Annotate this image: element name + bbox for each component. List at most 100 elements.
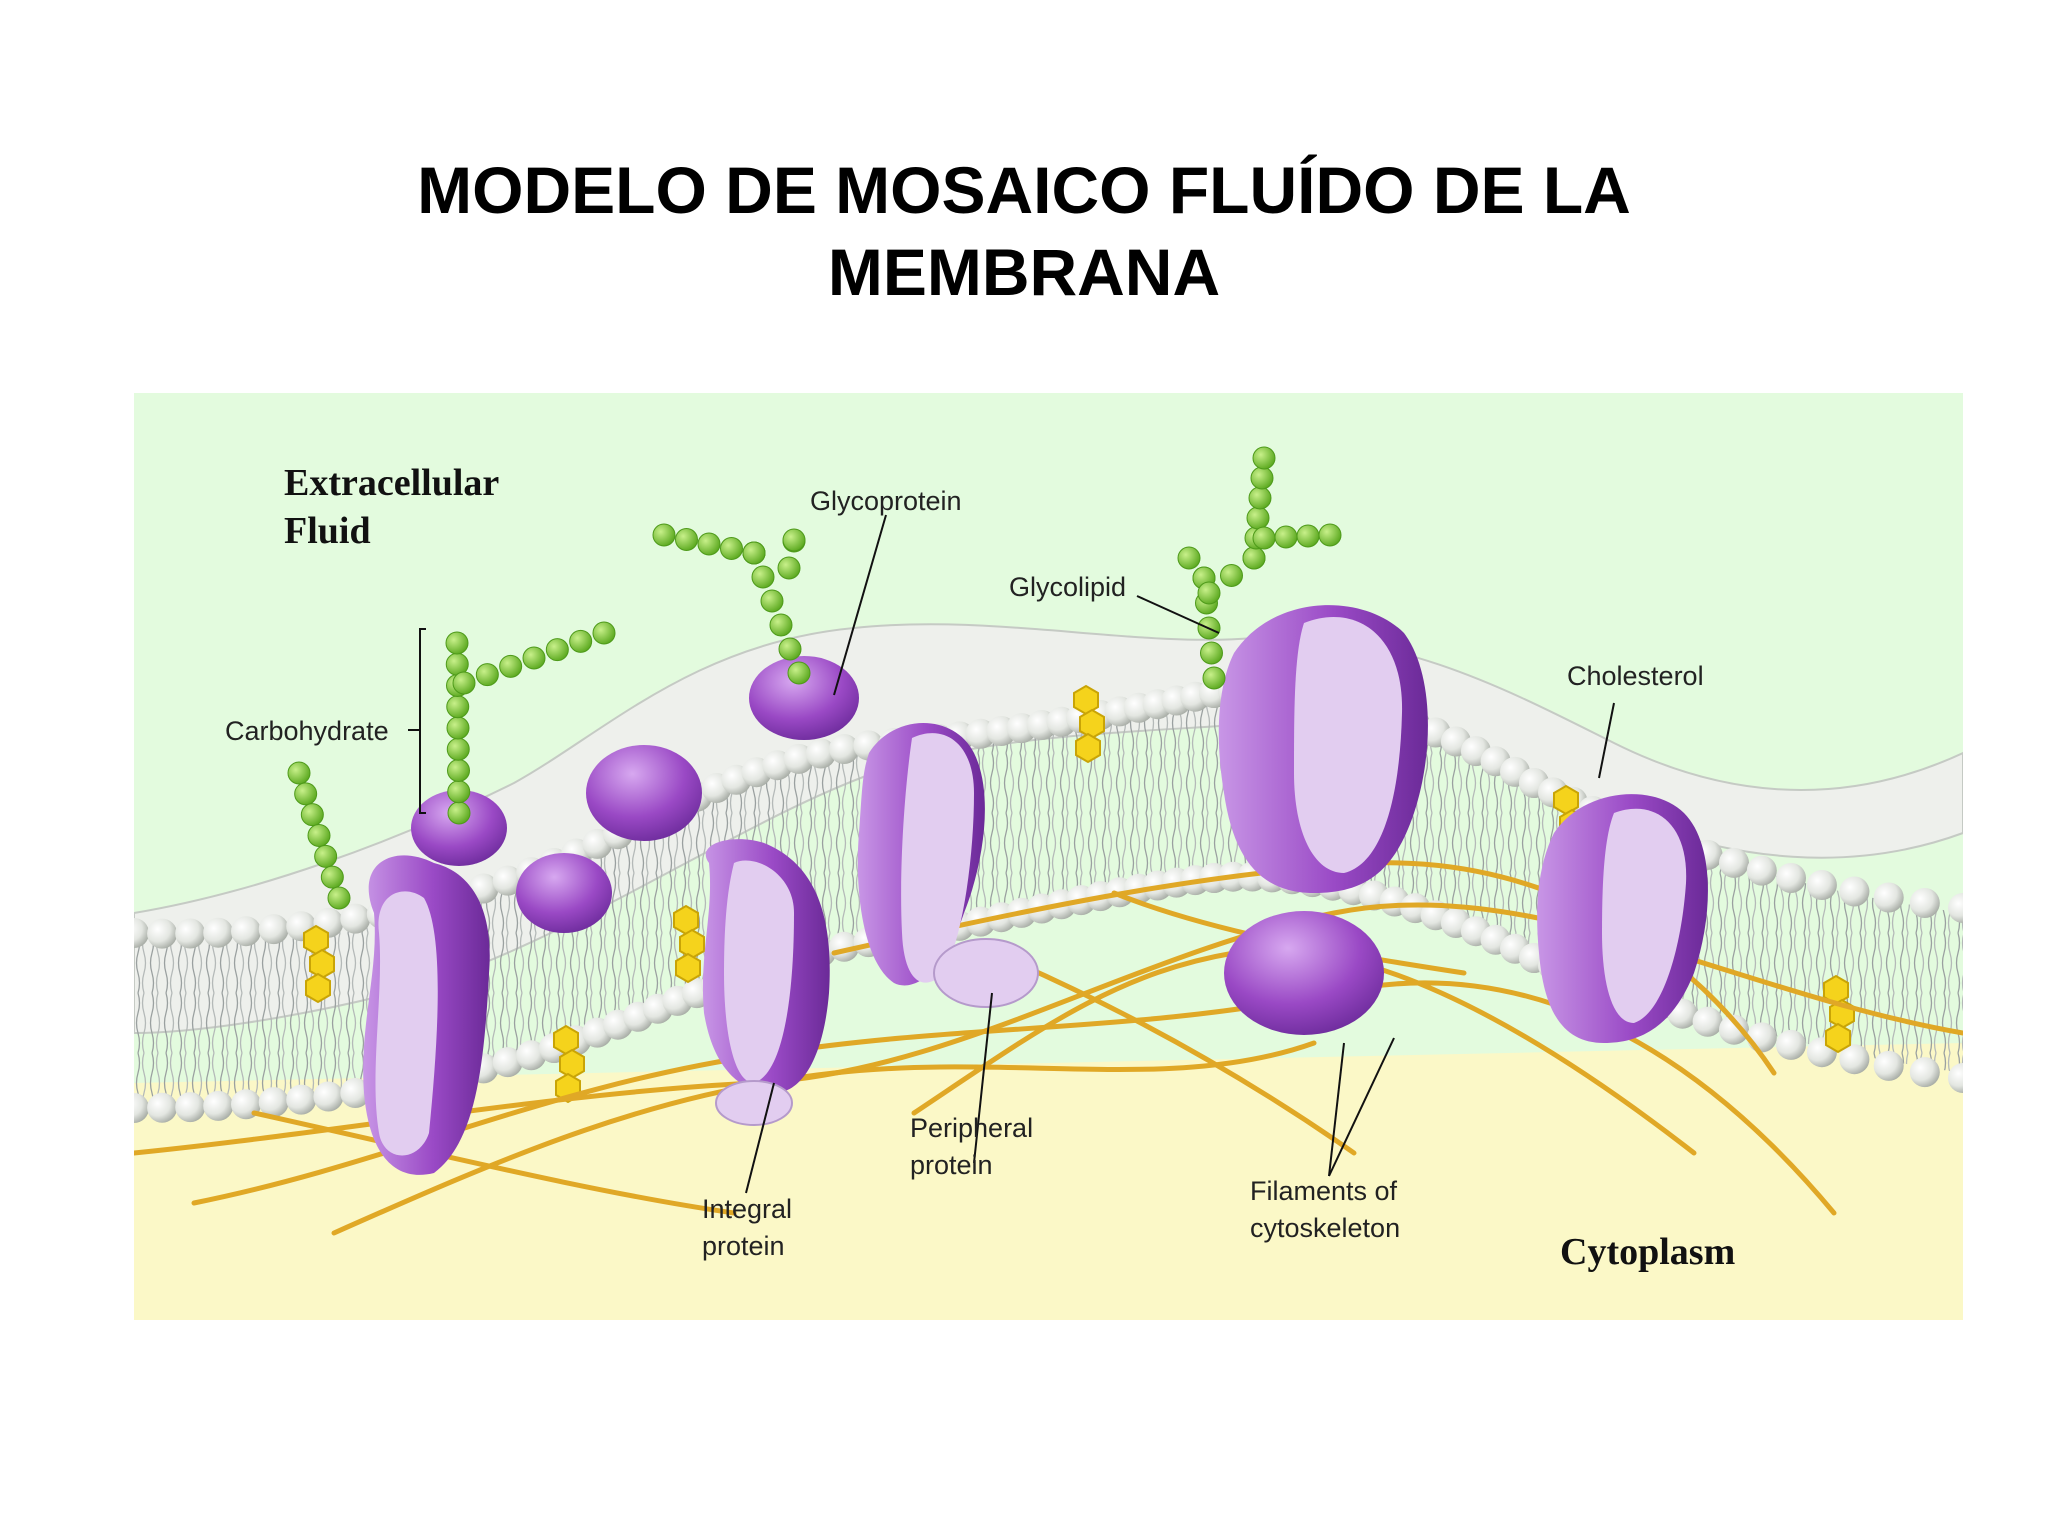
lipid-head xyxy=(175,918,206,949)
protein-dome xyxy=(411,790,507,866)
cytoplasm-label: Cytoplasm xyxy=(1560,1231,1735,1273)
filaments-label-2: cytoskeleton xyxy=(1250,1213,1400,1243)
lipid-head xyxy=(829,734,860,764)
lipid-head xyxy=(147,918,178,949)
carbohydrate-label: Carbohydrate xyxy=(225,716,389,746)
lipid-head xyxy=(203,917,234,948)
lipid-head xyxy=(313,1081,344,1112)
sugar-unit xyxy=(1220,564,1243,587)
sugar-unit xyxy=(760,589,784,613)
lipid-head xyxy=(1746,1022,1777,1053)
extracellular-fluid-label: Extracellular xyxy=(284,462,499,504)
sugar-unit xyxy=(452,671,476,695)
lipid-head xyxy=(175,1092,206,1123)
sugar-unit xyxy=(1252,446,1276,470)
integral-protein-label-2: protein xyxy=(702,1231,785,1261)
integral-protein xyxy=(1537,794,1708,1043)
sugar-unit xyxy=(742,541,766,565)
lipid-head xyxy=(286,1084,317,1115)
cholesterol-molecule xyxy=(673,904,705,984)
sugar-unit xyxy=(1248,486,1272,510)
sugar-unit xyxy=(777,556,801,580)
glycoprotein-dome xyxy=(749,656,859,740)
sugar-unit xyxy=(1252,526,1276,550)
lipid-head xyxy=(231,916,261,947)
proteins xyxy=(363,605,1708,1175)
lipid-head xyxy=(340,903,371,934)
peripheral-protein-label-2: protein xyxy=(910,1150,993,1180)
cholesterol-label: Cholesterol xyxy=(1567,661,1704,691)
cholesterol-molecule xyxy=(1073,684,1105,764)
membrane-diagram: Extracellular Fluid Glycoprotein Glycoli… xyxy=(134,393,1963,1320)
sugar-unit xyxy=(445,631,469,655)
peripheral-protein xyxy=(933,938,1039,1008)
integral-protein xyxy=(363,855,490,1175)
lipid-head xyxy=(492,1047,523,1078)
lipid-head xyxy=(516,1040,547,1071)
sugar-unit xyxy=(1242,546,1266,570)
integral-protein-large xyxy=(1218,605,1428,1035)
lipid-head xyxy=(1692,1006,1723,1037)
sugar-unit xyxy=(592,621,616,645)
leader-lines xyxy=(408,514,1615,1194)
sugar-unit xyxy=(545,638,569,662)
sugar-unit xyxy=(300,803,324,827)
sugar-unit xyxy=(1197,581,1221,605)
sugar-unit xyxy=(569,629,593,653)
sugar-unit xyxy=(782,528,806,552)
lipid-head xyxy=(203,1090,234,1121)
lipid-head xyxy=(492,865,523,896)
sugar-unit xyxy=(307,824,331,847)
sugar-unit xyxy=(447,801,471,825)
carbohydrate-chains xyxy=(287,446,1342,910)
protein-dome xyxy=(516,853,612,933)
sugar-unit xyxy=(652,523,676,547)
lipid-head xyxy=(1806,870,1837,900)
lipid-head xyxy=(1873,882,1904,913)
sugar-unit xyxy=(447,759,470,782)
sugar-unit xyxy=(314,844,338,868)
sugar-unit xyxy=(327,886,351,910)
sugar-unit xyxy=(446,737,470,761)
glycoprotein-label: Glycoprotein xyxy=(810,486,962,516)
sugar-unit xyxy=(1202,666,1226,690)
lipid-head xyxy=(134,1093,149,1123)
sugar-unit xyxy=(1250,466,1274,490)
protein-dome xyxy=(586,745,702,841)
lipid-head xyxy=(1839,876,1870,907)
sugar-unit xyxy=(778,637,802,661)
lipid-head xyxy=(1776,1029,1806,1060)
sugar-unit xyxy=(787,661,811,685)
lipid-head xyxy=(1719,1014,1749,1045)
sugar-unit xyxy=(1200,641,1223,665)
sugar-unit xyxy=(1274,525,1298,549)
sugar-unit xyxy=(1318,523,1342,547)
page-title-line-1: MODELO DE MOSAICO FLUÍDO DE LA xyxy=(417,153,1631,227)
sugar-unit xyxy=(720,537,743,560)
lipid-head xyxy=(1948,1063,1963,1093)
glycolipid-label: Glycolipid xyxy=(1009,572,1126,602)
sugar-unit xyxy=(446,695,470,719)
sugar-unit xyxy=(675,528,698,551)
cholesterol-molecule xyxy=(303,924,335,1004)
sugar-unit xyxy=(475,663,499,687)
sugar-unit xyxy=(294,782,318,806)
lipid-head xyxy=(1909,888,1940,918)
lipid-head xyxy=(134,918,149,948)
lipid-head xyxy=(1948,893,1963,923)
sugar-unit xyxy=(1296,524,1320,548)
lipid-head xyxy=(340,1078,371,1108)
lipid-head xyxy=(1873,1050,1904,1081)
sugar-unit xyxy=(1246,506,1270,530)
integral-protein xyxy=(702,839,830,1126)
lipid-head xyxy=(1839,1044,1870,1075)
sugar-unit xyxy=(697,532,721,556)
sugar-unit xyxy=(320,865,344,889)
sugar-unit xyxy=(751,565,775,589)
sugar-unit xyxy=(287,761,311,785)
sugar-unit xyxy=(447,780,471,804)
integral-protein-label: Integral xyxy=(702,1194,792,1224)
peripheral-protein-complex xyxy=(857,723,1039,1008)
sugar-unit xyxy=(769,613,793,637)
sugar-unit xyxy=(499,654,523,678)
